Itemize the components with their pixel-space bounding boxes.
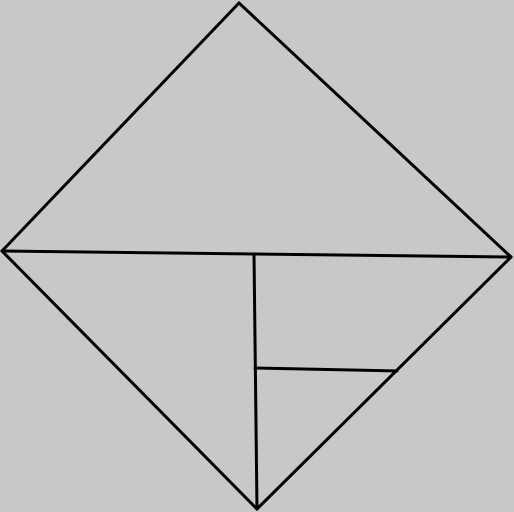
diamond-bottom-left-edge	[0, 249, 259, 511]
diamond-top-left-edge	[0, 1, 241, 253]
vertical-divider	[252, 252, 259, 511]
inner-horizontal-divider	[253, 366, 399, 373]
diamond-top-right-edge	[237, 1, 513, 259]
diamond-bottom-right-edge	[255, 255, 513, 511]
horizontal-diagonal	[0, 249, 513, 259]
